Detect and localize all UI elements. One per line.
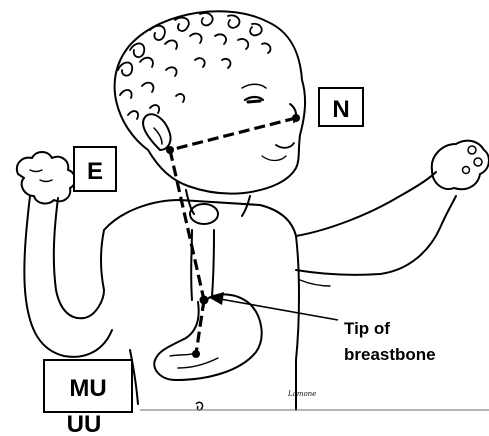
breastbone-to-midpoint-segment [196, 300, 204, 354]
nose-marker [292, 114, 300, 122]
ear-label-box: E [74, 147, 116, 191]
callout-text-line2: breastbone [344, 345, 436, 364]
mouth [276, 143, 294, 148]
ear-label: E [87, 158, 103, 185]
nose-label: N [332, 96, 349, 123]
callout-arrow [208, 292, 338, 320]
cheek [262, 156, 286, 161]
midpoint-label-line1: MU [69, 375, 106, 402]
breastbone-marker [200, 296, 209, 305]
head-outline [115, 11, 305, 193]
esophagus [191, 230, 192, 300]
midpoint-label-line2: UU [67, 411, 102, 436]
eyebrow [242, 84, 266, 88]
ear-marker [166, 146, 174, 154]
measurement-line [170, 118, 296, 354]
measurement-markers [166, 114, 300, 358]
left-fist [17, 152, 75, 203]
stomach-outline [154, 294, 261, 380]
callout-text-line1: Tip of [344, 319, 390, 338]
nose-label-box: N [319, 88, 363, 126]
artist-signature: Lamone [287, 390, 316, 398]
ear-to-breastbone-segment [170, 150, 204, 300]
midpoint-marker [192, 350, 200, 358]
right-arm [296, 172, 436, 236]
left-arm [24, 196, 112, 357]
midpoint-label-box: MU UU [44, 360, 132, 436]
bottom-squiggle [196, 402, 203, 410]
